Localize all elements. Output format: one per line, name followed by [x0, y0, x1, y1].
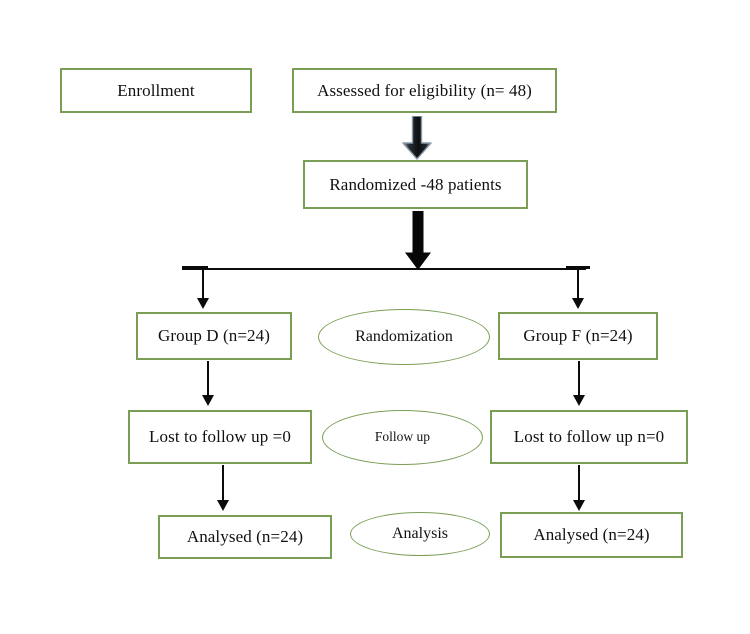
- branch-arrowhead-right: [572, 298, 584, 309]
- randomized-label: Randomized -48 patients: [329, 174, 502, 194]
- assessed-for-eligibility-box: Assessed for eligibility (n= 48): [292, 68, 557, 113]
- arrowhead-lost-left-to-analysed: [217, 500, 229, 511]
- group-d-label: Group D (n=24): [157, 326, 271, 346]
- analysed-left-box: Analysed (n=24): [158, 515, 332, 559]
- enrollment-stage-label: Enrollment: [117, 80, 195, 100]
- block-arrow-assessed-to-randomized: [401, 116, 433, 160]
- group-f-label: Group F (n=24): [523, 326, 633, 346]
- split-connector-left-tick: [182, 266, 208, 269]
- randomization-stage-ellipse: Randomization: [318, 309, 490, 365]
- block-arrow-randomized-to-split: [404, 211, 432, 271]
- analysed-left-label: Analysed (n=24): [186, 527, 304, 547]
- lost-to-follow-up-right-box: Lost to follow up n=0: [490, 410, 688, 464]
- follow-up-stage-label: Follow up: [374, 429, 431, 445]
- branch-line-right: [577, 268, 579, 301]
- analysed-right-label: Analysed (n=24): [533, 525, 650, 545]
- group-d-box: Group D (n=24): [136, 312, 292, 360]
- randomized-box: Randomized -48 patients: [303, 160, 528, 209]
- lost-to-follow-up-right-label: Lost to follow up n=0: [513, 427, 665, 447]
- split-connector-right-tick: [566, 266, 590, 269]
- lost-to-follow-up-left-box: Lost to follow up =0: [128, 410, 312, 464]
- analysed-right-box: Analysed (n=24): [500, 512, 683, 558]
- assessed-for-eligibility-label: Assessed for eligibility (n= 48): [317, 80, 532, 100]
- arrowhead-group-f-to-lost: [573, 395, 585, 406]
- arrowhead-group-d-to-lost: [202, 395, 214, 406]
- connector-lost-left-to-analysed: [222, 465, 224, 502]
- lost-to-follow-up-left-label: Lost to follow up =0: [149, 427, 291, 447]
- split-connector-line: [182, 268, 586, 270]
- branch-line-left: [202, 268, 204, 301]
- group-f-box: Group F (n=24): [498, 312, 658, 360]
- randomization-stage-label: Randomization: [355, 328, 453, 346]
- analysis-stage-ellipse: Analysis: [350, 512, 490, 556]
- analysis-stage-label: Analysis: [392, 525, 448, 543]
- branch-arrowhead-left: [197, 298, 209, 309]
- connector-group-f-to-lost: [578, 361, 580, 397]
- connector-group-d-to-lost: [207, 361, 209, 397]
- arrowhead-lost-right-to-analysed: [573, 500, 585, 511]
- follow-up-stage-ellipse: Follow up: [322, 410, 483, 465]
- connector-lost-right-to-analysed: [578, 465, 580, 502]
- enrollment-stage-box: Enrollment: [60, 68, 252, 113]
